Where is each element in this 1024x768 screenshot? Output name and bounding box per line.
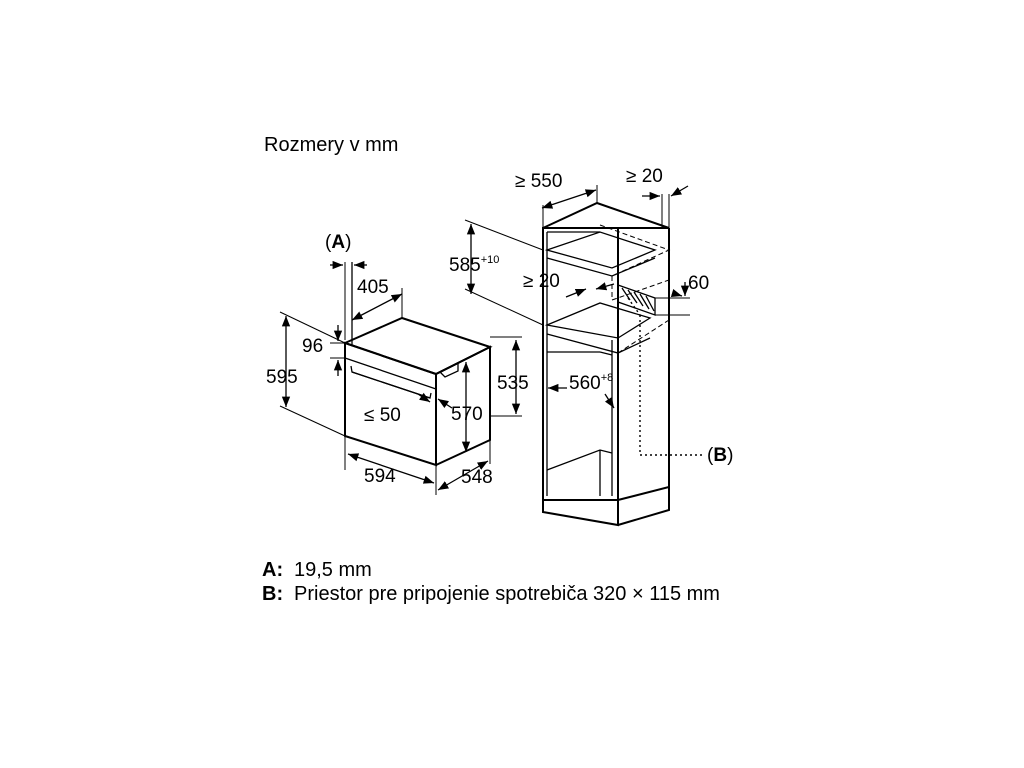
dim-594-label: 594 <box>364 466 396 487</box>
cabinet-top <box>542 201 670 229</box>
dim-60-label: 60 <box>688 273 709 294</box>
oven-side-face <box>435 345 491 466</box>
dim-50: ≤ 50 <box>364 392 453 426</box>
dim-570-label: 570 <box>451 404 483 425</box>
dim-60: 60 <box>655 273 709 316</box>
dim-548-label: 548 <box>461 467 493 488</box>
dim-595-label: 595 <box>266 367 298 388</box>
oven-handle-bar <box>351 371 431 399</box>
dim-535: 535 <box>490 336 529 417</box>
oven-recess <box>438 361 459 378</box>
dim-a: (A) <box>325 232 367 340</box>
oven-front-face <box>344 341 437 467</box>
cabinet <box>542 201 671 527</box>
dim-585: 585+10 <box>449 219 544 326</box>
dim-560-label: 560+8 <box>569 372 613 394</box>
dim-550: ≥ 550 <box>515 171 598 228</box>
diagram-title: Rozmery v mm <box>264 134 399 156</box>
dim-405: 405 <box>351 277 403 321</box>
legend-row-b: B: Priestor pre pripojenie spotrebiča 32… <box>262 582 734 606</box>
dim-b: (B) <box>627 297 733 466</box>
dim-side-gap-label: ≥ 20 <box>523 271 560 292</box>
legend-key: A: <box>262 559 284 581</box>
cabinet-front <box>542 227 619 501</box>
oven-panel-line <box>344 357 437 390</box>
dim-595: 595 <box>266 311 346 437</box>
dim-535-label: 535 <box>497 373 529 394</box>
dim-rear-gap: ≥ 20 <box>626 166 689 228</box>
legend: A: 19,5 mm B: Priestor pre pripojenie sp… <box>262 558 734 606</box>
niche-dashed-bottom <box>611 279 670 354</box>
legend-text: Priestor pre pripojenie spotrebiča 320 ×… <box>294 583 720 605</box>
legend-row-a: A: 19,5 mm <box>262 558 734 582</box>
oven-handle <box>350 365 432 399</box>
legend-key: B: <box>262 583 284 605</box>
dim-50-label: ≤ 50 <box>364 405 401 426</box>
cabinet-plinth <box>542 487 670 527</box>
legend-text: 19,5 mm <box>294 559 372 581</box>
dim-570: 570 <box>451 362 483 452</box>
dim-96-label: 96 <box>302 336 323 357</box>
dim-550-label: ≥ 550 <box>515 171 562 192</box>
niche-middle <box>544 302 652 339</box>
dim-side-gap: ≥ 20 <box>523 271 615 298</box>
dim-rear-gap-label: ≥ 20 <box>626 166 663 187</box>
cabinet-side <box>617 228 670 501</box>
cabinet-upper-shelf <box>544 231 657 269</box>
dim-548: 548 <box>437 440 493 491</box>
dim-a-label: (A) <box>325 232 351 253</box>
niche-dashed-top <box>599 224 671 300</box>
dim-594: 594 <box>344 436 437 495</box>
dim-560: 560+8 <box>548 372 615 409</box>
cabinet-lower <box>546 449 613 496</box>
dim-585-label: 585+10 <box>449 254 499 276</box>
dim-96: 96 <box>302 325 345 376</box>
dim-405-label: 405 <box>357 277 389 298</box>
dim-b-label: (B) <box>707 445 733 466</box>
